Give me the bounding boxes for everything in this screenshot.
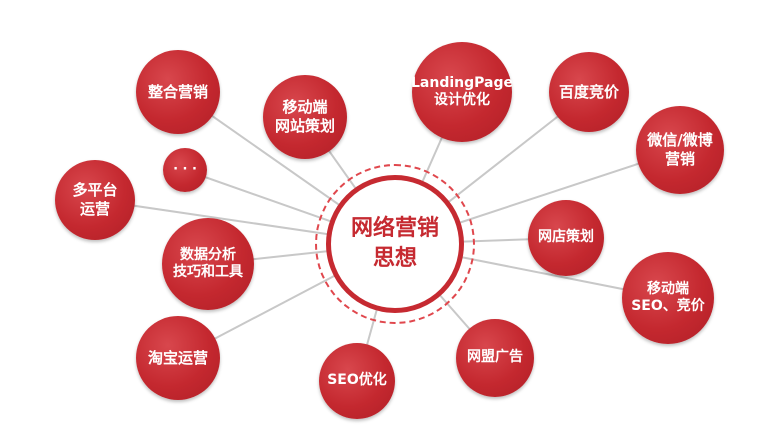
node-shuju-fenxi: 数据分析 技巧和工具 [162, 218, 254, 310]
node-baidu-jingjia: 百度竞价 [549, 52, 629, 132]
node-wangdian-cehua: 网店策划 [528, 200, 604, 276]
node-duopingtai-yunying: 多平台 运营 [55, 160, 135, 240]
node-wangmeng-guanggao: 网盟广告 [456, 319, 534, 397]
node-yidong-seo-jingjia: 移动端 SEO、竞价 [622, 252, 714, 344]
center-dashed-ring [315, 164, 475, 324]
center-node: 网络营销 思想 [326, 175, 464, 313]
node-seo-youhua: SEO优化 [319, 343, 395, 419]
node-landingpage: LandingPage 设计优化 [411, 42, 513, 142]
node-weixin-weibo: 微信/微博 营销 [636, 106, 724, 194]
node-taobao-yunying: 淘宝运营 [136, 316, 220, 400]
node-yidong-wangzhan-cehua: 移动端 网站策划 [263, 75, 347, 159]
node-ellipsis: · · · [163, 148, 207, 192]
node-zhenghe-yingxiao: 整合营销 [136, 50, 220, 134]
